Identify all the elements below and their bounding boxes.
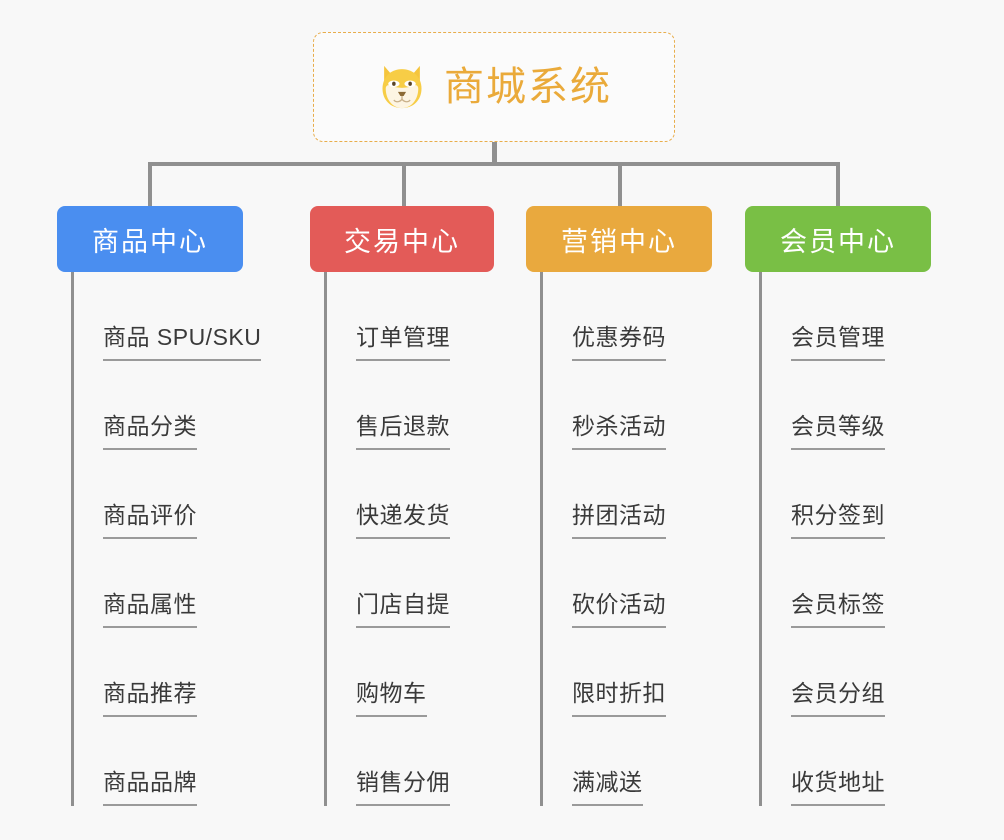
leaf-label: 门店自提 [356, 591, 450, 628]
list-item[interactable]: 积分签到 [759, 450, 931, 539]
connector-drop-2 [402, 162, 406, 208]
root-title: 商城系统 [444, 65, 612, 109]
leaf-label: 砍价活动 [572, 591, 666, 628]
leaf-label: 销售分佣 [356, 769, 450, 806]
branch-header-product[interactable]: 商品中心 [57, 206, 243, 272]
list-item[interactable]: 商品推荐 [71, 628, 243, 717]
leaf-label: 会员等级 [791, 413, 885, 450]
list-item[interactable]: 门店自提 [324, 539, 494, 628]
leaf-list-marketing: 优惠券码 秒杀活动 拼团活动 砍价活动 限时折扣 满减送 [540, 272, 712, 806]
leaf-list-trade: 订单管理 售后退款 快递发货 门店自提 购物车 销售分佣 [324, 272, 494, 806]
connector-drop-4 [836, 162, 840, 208]
connector-horizontal-bus [148, 162, 840, 166]
list-item[interactable]: 购物车 [324, 628, 494, 717]
list-item[interactable]: 商品品牌 [71, 717, 243, 806]
leaf-list-product: 商品 SPU/SKU 商品分类 商品评价 商品属性 商品推荐 商品品牌 [71, 272, 262, 806]
leaf-label: 购物车 [356, 680, 427, 717]
list-item[interactable]: 满减送 [540, 717, 712, 806]
branch-header-marketing[interactable]: 营销中心 [526, 206, 712, 272]
list-item[interactable]: 砍价活动 [540, 539, 712, 628]
leaf-label: 商品 SPU/SKU [103, 324, 262, 361]
leaf-label: 会员标签 [791, 591, 885, 628]
list-item[interactable]: 秒杀活动 [540, 361, 712, 450]
leaf-label: 订单管理 [356, 324, 450, 361]
list-item[interactable]: 限时折扣 [540, 628, 712, 717]
leaf-label: 拼团活动 [572, 502, 666, 539]
branch-column-product: 商品中心 商品 SPU/SKU 商品分类 商品评价 商品属性 商品推荐 商品品牌 [57, 206, 262, 806]
list-item[interactable]: 会员等级 [759, 361, 931, 450]
leaf-list-member: 会员管理 会员等级 积分签到 会员标签 会员分组 收货地址 [759, 272, 931, 806]
connector-drop-1 [148, 162, 152, 208]
leaf-label: 优惠券码 [572, 324, 666, 361]
list-item[interactable]: 售后退款 [324, 361, 494, 450]
list-item[interactable]: 拼团活动 [540, 450, 712, 539]
leaf-label: 收货地址 [791, 769, 885, 806]
connector-root-stem [492, 142, 497, 166]
branch-column-trade: 交易中心 订单管理 售后退款 快递发货 门店自提 购物车 销售分佣 [310, 206, 494, 806]
list-item[interactable]: 商品分类 [71, 361, 243, 450]
leaf-label: 商品推荐 [103, 680, 197, 717]
list-item[interactable]: 商品评价 [71, 450, 243, 539]
branch-header-label: 营销中心 [561, 226, 677, 257]
leaf-label: 商品属性 [103, 591, 197, 628]
shiba-dog-face-icon [382, 65, 422, 109]
leaf-label: 满减送 [572, 769, 643, 806]
branch-column-member: 会员中心 会员管理 会员等级 积分签到 会员标签 会员分组 收货地址 [745, 206, 931, 806]
list-item[interactable]: 商品 SPU/SKU [71, 272, 262, 361]
leaf-label: 快递发货 [356, 502, 450, 539]
list-item[interactable]: 会员标签 [759, 539, 931, 628]
list-item[interactable]: 快递发货 [324, 450, 494, 539]
leaf-label: 会员分组 [791, 680, 885, 717]
list-item[interactable]: 会员管理 [759, 272, 931, 361]
leaf-label: 商品品牌 [103, 769, 197, 806]
leaf-label: 商品评价 [103, 502, 197, 539]
leaf-label: 积分签到 [791, 502, 885, 539]
branch-column-marketing: 营销中心 优惠券码 秒杀活动 拼团活动 砍价活动 限时折扣 满减送 [526, 206, 712, 806]
root-node-card[interactable]: 商城系统 [313, 32, 675, 142]
leaf-label: 售后退款 [356, 413, 450, 450]
connector-drop-3 [618, 162, 622, 208]
leaf-label: 秒杀活动 [572, 413, 666, 450]
list-item[interactable]: 订单管理 [324, 272, 494, 361]
branch-header-label: 交易中心 [344, 226, 460, 257]
branch-header-trade[interactable]: 交易中心 [310, 206, 494, 272]
list-item[interactable]: 会员分组 [759, 628, 931, 717]
leaf-label: 商品分类 [103, 413, 197, 450]
branch-header-member[interactable]: 会员中心 [745, 206, 931, 272]
list-item[interactable]: 优惠券码 [540, 272, 712, 361]
list-item[interactable]: 收货地址 [759, 717, 931, 806]
leaf-label: 限时折扣 [572, 680, 666, 717]
branch-header-label: 会员中心 [780, 226, 896, 257]
list-item[interactable]: 销售分佣 [324, 717, 494, 806]
branch-header-label: 商品中心 [92, 226, 208, 257]
list-item[interactable]: 商品属性 [71, 539, 243, 628]
leaf-label: 会员管理 [791, 324, 885, 361]
